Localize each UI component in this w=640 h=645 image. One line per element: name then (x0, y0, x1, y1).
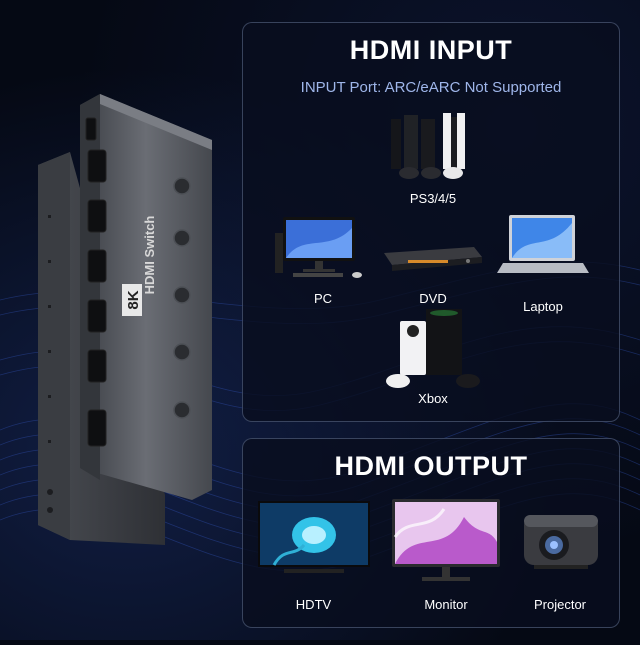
device-hdtv: HDTV (251, 497, 376, 617)
input-panel-title: HDMI INPUT (349, 35, 513, 65)
device-pc: PC (263, 213, 383, 313)
laptop-icon (497, 215, 589, 273)
xbox-consoles-icon (386, 309, 480, 388)
device-playstation: PS3/4/5 (363, 111, 503, 221)
hdmi-switch-illustration: 8K HDMI Switch (38, 94, 212, 545)
hdtv-icon (257, 501, 370, 573)
device-label-monitor: Monitor (424, 597, 468, 612)
device-label-hdtv: HDTV (295, 597, 332, 612)
device-label-playstation: PS3/4/5 (409, 191, 457, 206)
hdmi-switch-product: 8K HDMI Switch (0, 0, 240, 640)
device-laptop: Laptop (483, 213, 603, 323)
device-dvd: DVD (373, 213, 493, 313)
device-xbox: Xbox (373, 303, 493, 413)
product-badge: 8K (125, 290, 142, 309)
pc-monitor-icon (275, 217, 362, 278)
device-label-dvd: DVD (419, 291, 447, 306)
projector-icon (524, 515, 598, 569)
product-name: HDMI Switch (142, 216, 157, 295)
hdmi-input-panel: HDMI INPUT INPUT Port: ARC/eARC Not Supp… (242, 22, 620, 422)
device-label-laptop: Laptop (523, 299, 563, 314)
device-label-xbox: Xbox (418, 391, 448, 406)
input-panel-subtitle: INPUT Port: ARC/eARC Not Supported (300, 79, 562, 96)
monitor-icon (392, 499, 500, 581)
device-label-pc: PC (313, 291, 333, 306)
dvd-player-icon (384, 247, 482, 271)
playstation-consoles-icon (391, 113, 465, 179)
hdmi-output-panel: HDMI OUTPUT HDTV Monitor (242, 438, 620, 628)
output-panel-title: HDMI OUTPUT (334, 451, 528, 481)
device-monitor: Monitor (381, 497, 511, 617)
device-projector: Projector (505, 497, 615, 617)
device-label-projector: Projector (533, 597, 587, 612)
